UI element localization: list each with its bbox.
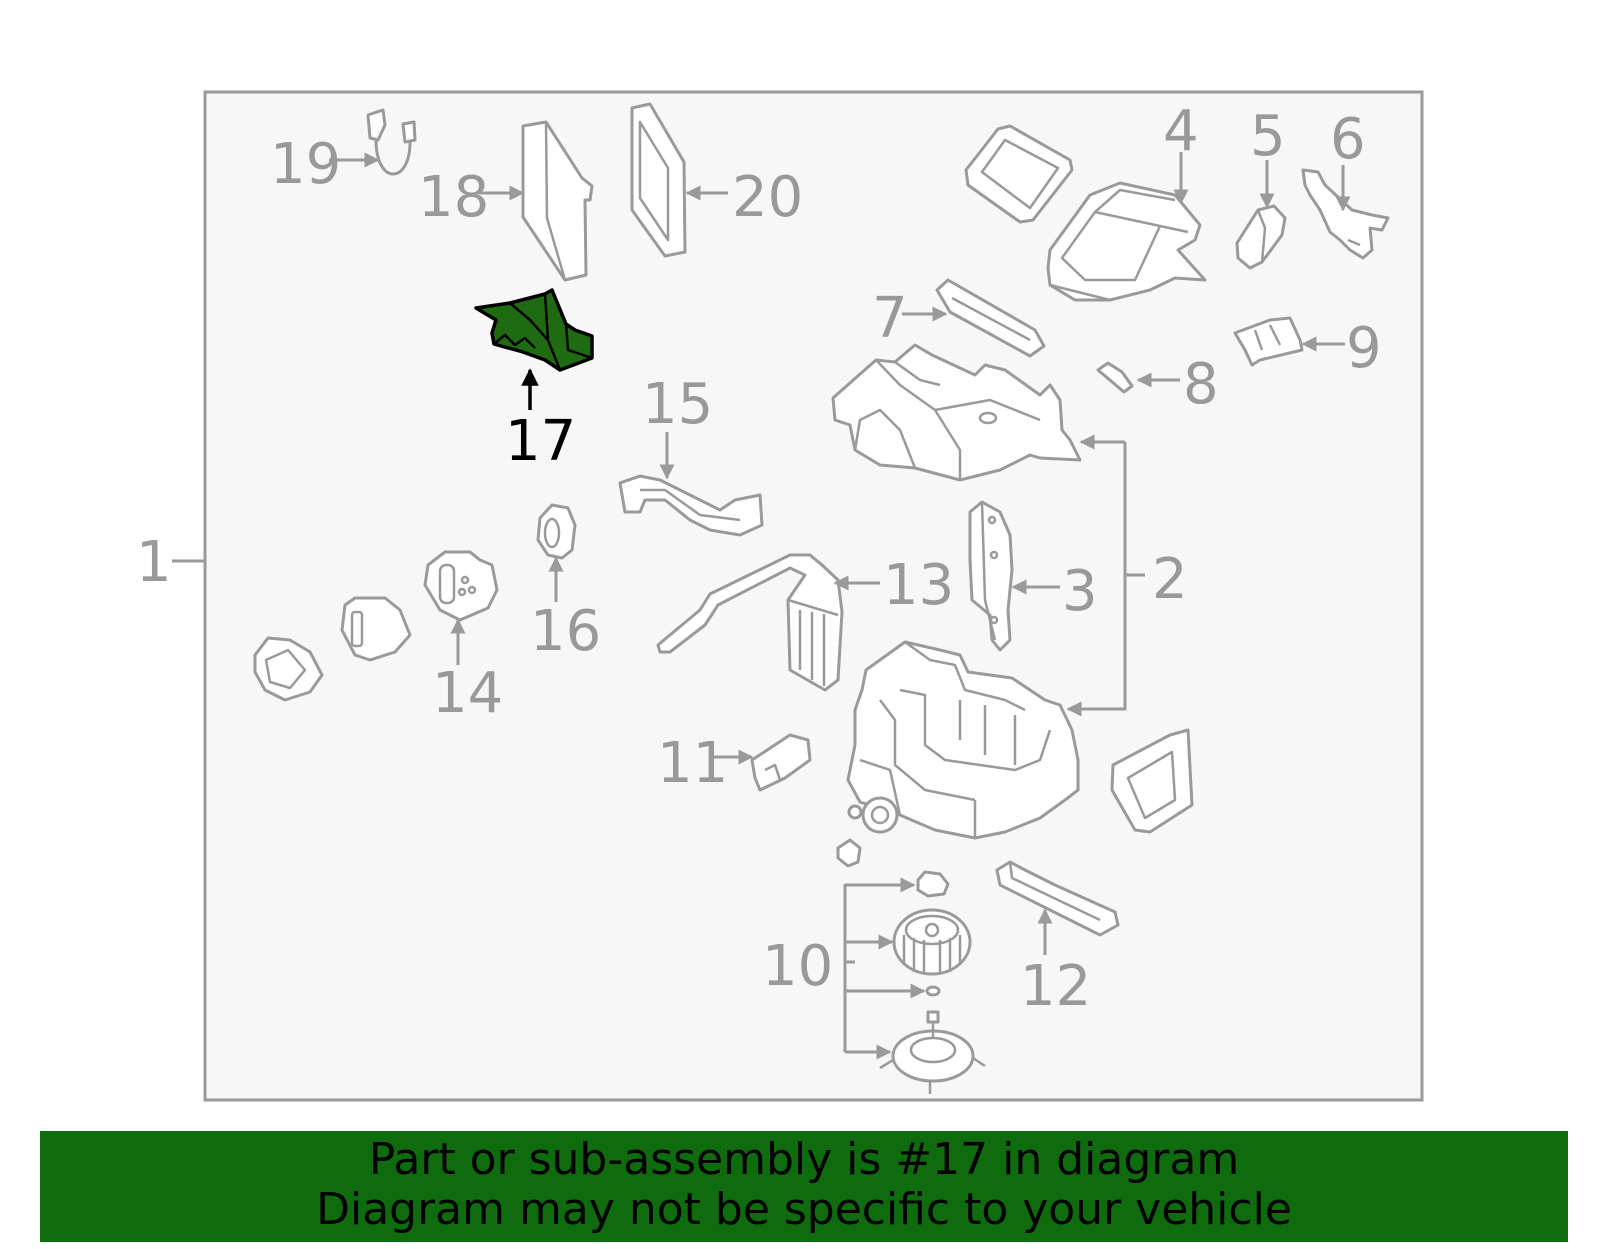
callout-10: 10 bbox=[762, 934, 833, 999]
part-10-blower bbox=[879, 870, 986, 1094]
banner-line-2: Diagram may not be specific to your vehi… bbox=[316, 1184, 1292, 1235]
callout-8: 8 bbox=[1183, 352, 1219, 417]
callout-9: 9 bbox=[1346, 316, 1382, 381]
callout-20: 20 bbox=[732, 165, 803, 230]
callout-14: 14 bbox=[432, 661, 503, 726]
part-18-filter bbox=[521, 120, 594, 282]
banner-line-1: Part or sub-assembly is #17 in diagram bbox=[368, 1134, 1240, 1185]
part-11-sensor bbox=[750, 733, 812, 792]
part-13-core bbox=[656, 553, 844, 692]
part-2-lower-case bbox=[846, 640, 1080, 840]
part-7-seal bbox=[935, 278, 1046, 358]
part-gasket-right bbox=[1110, 728, 1194, 834]
callout-3: 3 bbox=[1062, 559, 1098, 624]
callout-4: 4 bbox=[1163, 99, 1199, 164]
callout-13: 13 bbox=[883, 553, 954, 618]
callout-7: 7 bbox=[872, 286, 908, 351]
callout-12: 12 bbox=[1020, 954, 1091, 1019]
callout-2: 2 bbox=[1152, 547, 1188, 612]
callout-19: 19 bbox=[270, 132, 341, 197]
part-12-duct bbox=[995, 860, 1120, 937]
part-14-vents bbox=[253, 550, 499, 702]
part-5-actuator bbox=[1235, 204, 1287, 270]
part-19-connector bbox=[366, 108, 417, 176]
part-8-clip bbox=[1096, 361, 1134, 394]
part-4-housing bbox=[964, 124, 1207, 302]
part-16-grommet bbox=[536, 503, 577, 560]
callout-5: 5 bbox=[1250, 104, 1286, 169]
callout-17: 17 bbox=[505, 409, 576, 474]
callout-18: 18 bbox=[418, 165, 489, 230]
part-15-pipe bbox=[618, 474, 764, 537]
info-banner: Part or sub-assembly is #17 in diagram D… bbox=[40, 1131, 1568, 1242]
parts-diagram: 1 19 18 20 17 4 bbox=[136, 90, 1424, 1102]
callout-1: 1 bbox=[136, 530, 172, 595]
callout-15: 15 bbox=[642, 372, 713, 437]
part-small-clip bbox=[836, 838, 862, 868]
callout-11: 11 bbox=[657, 731, 728, 796]
part-2-upper-case bbox=[831, 343, 1082, 482]
callout-16: 16 bbox=[530, 599, 601, 664]
part-17-duct bbox=[474, 288, 594, 372]
callout-6: 6 bbox=[1330, 107, 1366, 172]
part-3-seal bbox=[968, 500, 1014, 652]
part-20-filter bbox=[630, 102, 687, 258]
